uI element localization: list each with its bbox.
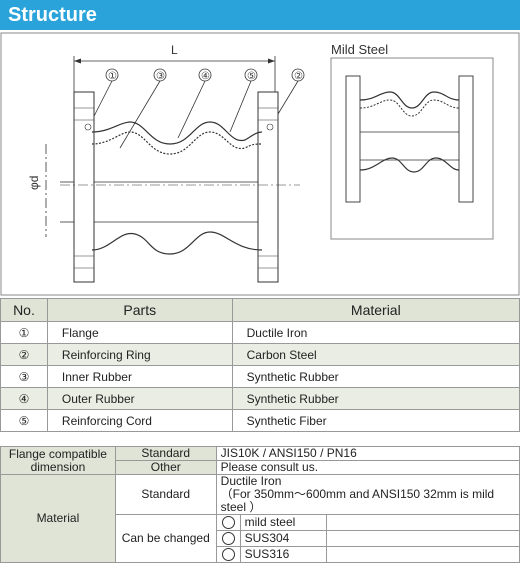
table-row: ⑤ Reinforcing Cord Synthetic Fiber	[0, 409, 520, 432]
inset-lower-rubber	[359, 157, 460, 173]
flange-other-value: Please consult us.	[215, 460, 520, 475]
row-material: Carbon Steel	[231, 343, 520, 366]
section-header: Structure	[0, 0, 520, 30]
parts-table: No. Parts Material ① Flange Ductile Iron…	[0, 298, 520, 432]
circle-icon	[221, 548, 235, 562]
inset-left-flange	[345, 75, 361, 203]
row-part: Reinforcing Ring	[46, 343, 233, 366]
table-row: ① Flange Ductile Iron	[0, 321, 520, 344]
flange-standard-label: Standard	[114, 446, 217, 461]
row-no: ⑤	[0, 409, 48, 432]
section-title: Structure	[8, 4, 97, 26]
option-sus304: SUS304	[239, 530, 327, 547]
row-part: Reinforcing Cord	[46, 409, 233, 432]
inset-inner-rubber	[359, 99, 460, 117]
flange-other-label: Other	[114, 460, 217, 475]
inner-rubber	[91, 131, 263, 155]
callout-1: ①	[108, 71, 117, 82]
callout-2: ②	[294, 71, 303, 82]
drawing-frame	[0, 32, 520, 296]
table-row: ② Reinforcing Ring Carbon Steel	[0, 343, 520, 366]
row-part: Inner Rubber	[46, 365, 233, 388]
spec-table: Flange compatible dimension Standard JIS…	[0, 446, 520, 563]
callout-4: ④	[201, 71, 210, 82]
row-material: Synthetic Rubber	[231, 387, 520, 410]
flange-standard-value: JIS10K / ANSI150 / PN16	[215, 446, 520, 461]
material-standard-label: Standard	[114, 474, 217, 515]
parts-header-row: No. Parts Material	[0, 298, 520, 322]
material-standard-line-1: Ductile Iron	[220, 474, 282, 488]
material-standard-line-2: （For 350mm～600mm and ANSI150 32mm is mil…	[220, 487, 495, 514]
table-row: ④ Outer Rubber Synthetic Rubber	[0, 387, 520, 410]
circle-icon	[221, 532, 235, 546]
lower-rubber	[91, 231, 263, 255]
material-standard-value: Ductile Iron （For 350mm～600mm and ANSI15…	[215, 474, 520, 515]
length-label: L	[171, 43, 178, 57]
callout-3: ③	[156, 71, 165, 82]
flange-compatible-label: Flange compatible dimension	[0, 446, 116, 475]
left-flange	[73, 91, 95, 283]
inset-right-flange	[458, 75, 474, 203]
material-label: Material	[0, 474, 116, 563]
diameter-label: φd	[27, 176, 41, 190]
row-material: Synthetic Fiber	[231, 409, 520, 432]
option-sus316: SUS316	[239, 546, 327, 563]
row-no: ③	[0, 365, 48, 388]
row-part: Outer Rubber	[46, 387, 233, 410]
option-mild-steel: mild steel	[239, 514, 327, 531]
header-parts: Parts	[46, 298, 233, 322]
inset-title: Mild Steel	[331, 42, 388, 57]
row-material: Ductile Iron	[231, 321, 520, 344]
table-row: ③ Inner Rubber Synthetic Rubber	[0, 365, 520, 388]
can-be-changed-label: Can be changed	[114, 514, 217, 563]
row-no: ①	[0, 321, 48, 344]
row-material: Synthetic Rubber	[231, 365, 520, 388]
header-no: No.	[0, 298, 48, 322]
inset-outer-rubber	[359, 91, 460, 109]
row-no: ④	[0, 387, 48, 410]
row-part: Flange	[46, 321, 233, 344]
callout-5: ⑤	[247, 71, 256, 82]
circle-icon	[221, 516, 235, 530]
row-no: ②	[0, 343, 48, 366]
right-flange	[257, 91, 279, 283]
outer-rubber	[91, 121, 263, 145]
structure-drawing: L ① ③ ④ ⑤ ② φd Mild Steel	[0, 32, 520, 296]
header-material: Material	[231, 298, 520, 322]
